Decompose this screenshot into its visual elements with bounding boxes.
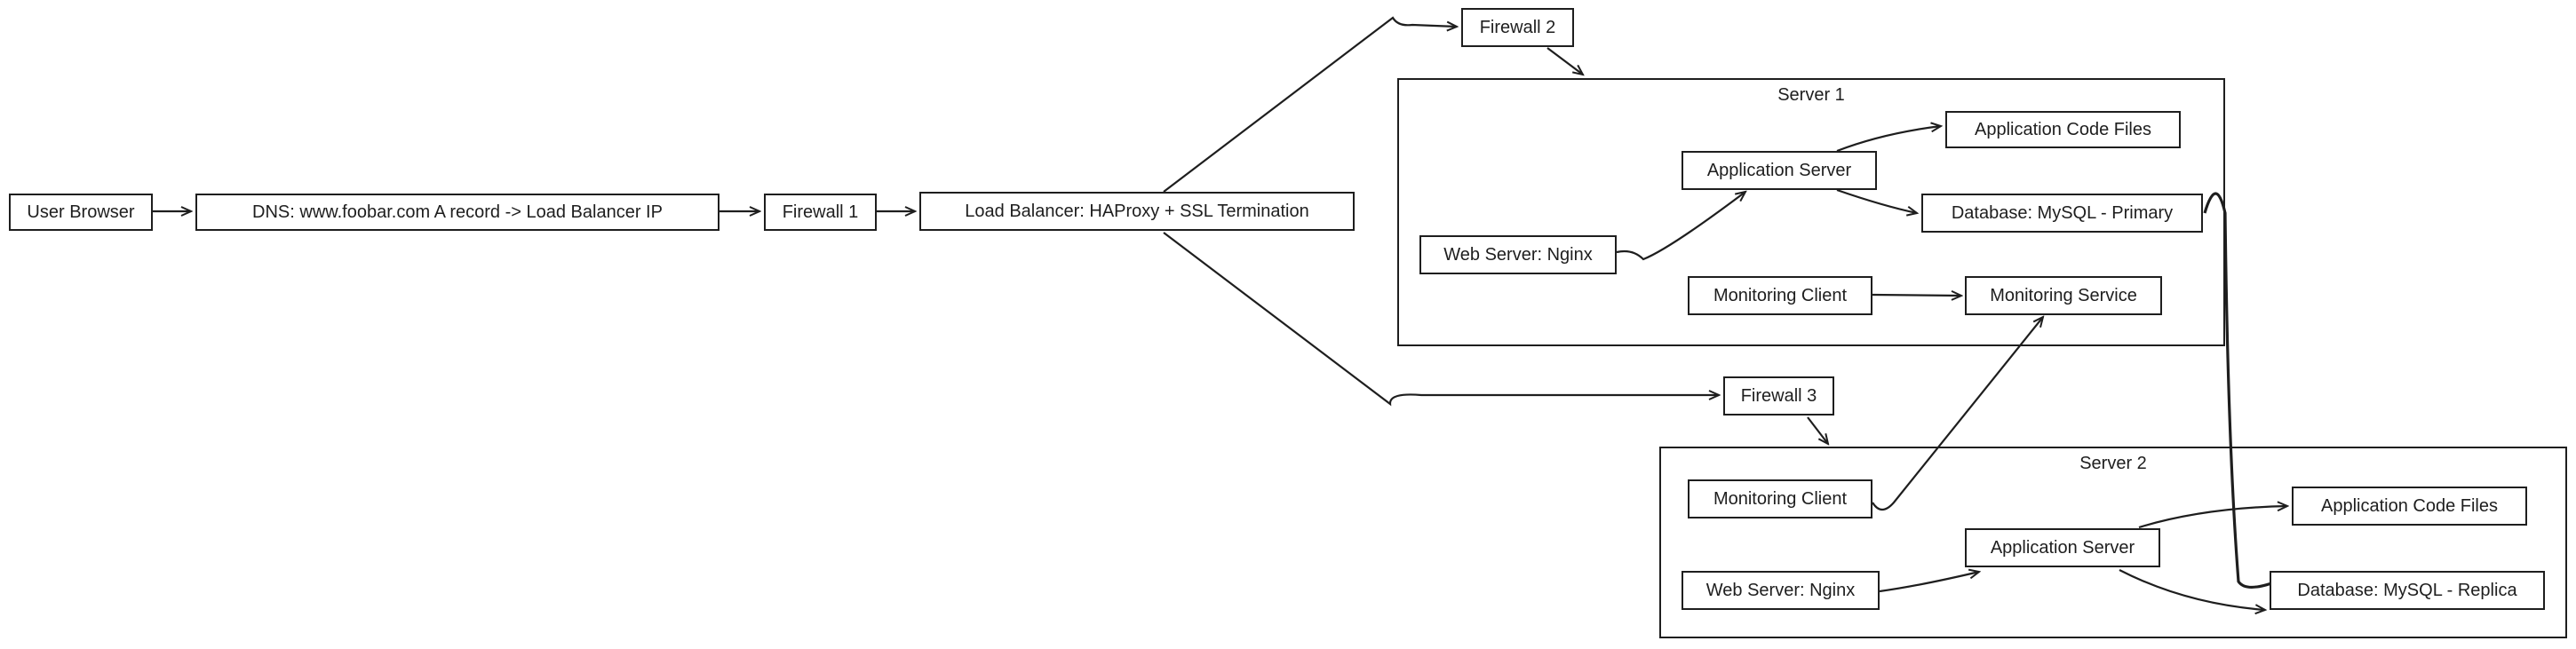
- server-2-container: Server 2: [1659, 447, 2567, 638]
- server-1-application-code-files: Application Code Files: [1945, 111, 2181, 148]
- edge-s1-webserver-to-appserver: [1616, 192, 1745, 261]
- edge-s1-appserver-to-codefiles: [1836, 126, 1941, 153]
- edge-s1-appserver-to-database: [1836, 188, 1917, 213]
- edge-firewall3-to-server2: [1807, 416, 1828, 444]
- server-2-database-replica: Database: MySQL - Replica: [2270, 571, 2545, 610]
- dns-record-box: DNS: www.foobar.com A record -> Load Bal…: [195, 194, 720, 231]
- edge-firewall2-to-server1: [1546, 47, 1583, 75]
- server-2-web-server: Web Server: Nginx: [1682, 571, 1880, 610]
- firewall-1-box: Firewall 1: [764, 194, 877, 231]
- server-2-application-code-files: Application Code Files: [2292, 487, 2527, 526]
- server-1-title: Server 1: [1777, 85, 1845, 105]
- server-1-database-primary: Database: MySQL - Primary: [1921, 194, 2203, 233]
- server-2-title: Server 2: [2079, 454, 2147, 473]
- firewall-2-box: Firewall 2: [1461, 8, 1574, 47]
- edge-s2-appserver-to-database: [2119, 569, 2265, 610]
- edge-primary-to-replica-replication: [2203, 192, 2287, 589]
- server-2-application-server: Application Server: [1965, 528, 2160, 567]
- server-1-monitoring-service: Monitoring Service: [1965, 276, 2162, 315]
- user-browser-box: User Browser: [9, 194, 153, 231]
- firewall-3-box: Firewall 3: [1723, 376, 1834, 416]
- edge-s2-monitoringclient-to-s1-service: [1872, 317, 2043, 511]
- load-balancer-box: Load Balancer: HAProxy + SSL Termination: [919, 192, 1355, 231]
- edge-s2-appserver-to-codefiles: [2138, 506, 2287, 529]
- edge-s2-webserver-to-appserver: [1879, 572, 1979, 593]
- server-1-application-server: Application Server: [1682, 151, 1877, 190]
- server-1-monitoring-client: Monitoring Client: [1688, 276, 1872, 315]
- edge-loadbalancer-to-firewall2: [1163, 16, 1457, 193]
- edge-loadbalancer-to-firewall3: [1163, 232, 1719, 407]
- server-1-web-server: Web Server: Nginx: [1419, 235, 1617, 274]
- server-1-container: Server 1: [1397, 78, 2225, 346]
- server-2-monitoring-client: Monitoring Client: [1688, 479, 1872, 518]
- edge-s1-monitoringclient-to-service: [1872, 295, 1961, 296]
